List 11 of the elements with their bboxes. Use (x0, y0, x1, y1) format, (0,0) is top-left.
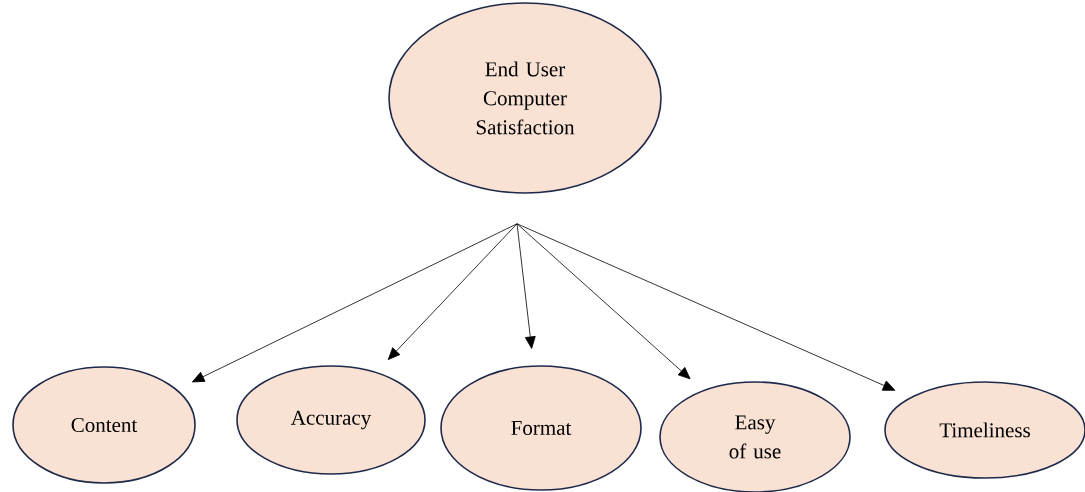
ellipse-node: Timeliness (884, 381, 1085, 479)
ellipse-node: Content (12, 366, 196, 484)
ellipse-node: Easy of use (659, 381, 851, 492)
arrow (516, 223, 536, 349)
ellipse-node: Format (440, 365, 642, 491)
arrow (192, 223, 518, 383)
ellipse-node: End User Computer Satisfaction (388, 2, 662, 194)
arrow (516, 223, 691, 380)
arrow (516, 223, 896, 391)
arrow (387, 223, 518, 360)
ellipse-node: Accuracy (236, 365, 426, 475)
